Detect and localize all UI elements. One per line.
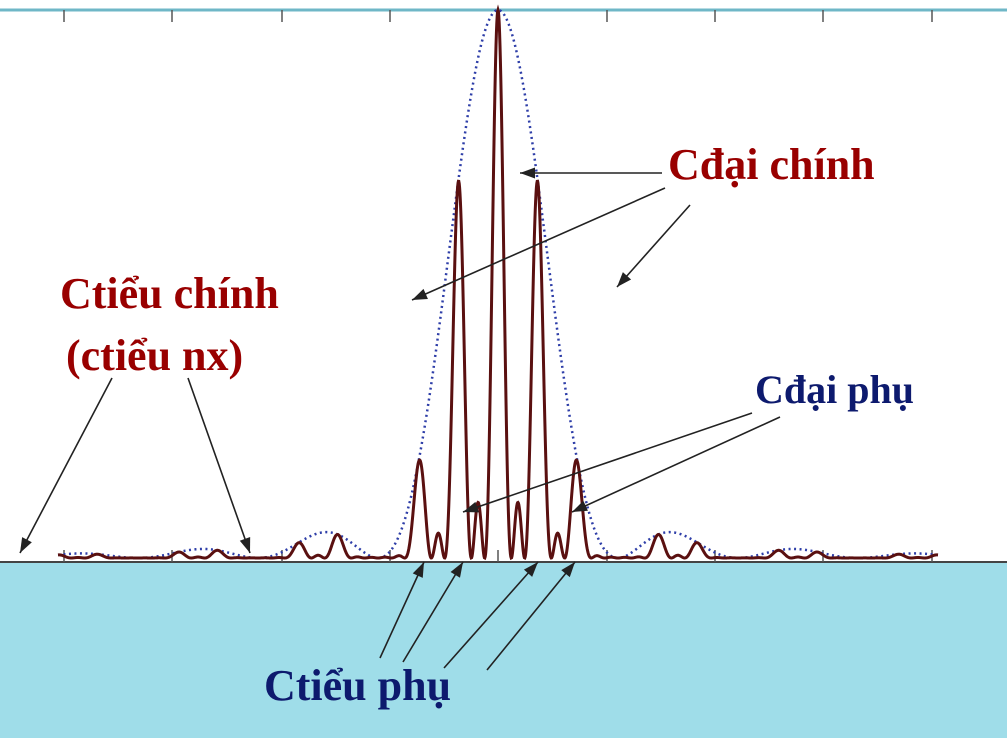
annotation-arrows xyxy=(19,167,781,671)
annotation-arrow xyxy=(379,561,425,659)
main-minimum-sublabel: (ctiểu nx) xyxy=(66,331,244,380)
annotation-arrow xyxy=(486,561,576,671)
annotation-arrow xyxy=(443,561,539,669)
annotation-arrow xyxy=(411,187,666,301)
secondary-minimum-label: Ctiểu phụ xyxy=(264,661,452,710)
annotation-arrow xyxy=(187,377,251,554)
interference-pattern-curve xyxy=(57,4,939,561)
annotation-arrow xyxy=(19,377,113,554)
secondary-maximum-label: Cđại phụ xyxy=(755,367,914,412)
annotation-arrow xyxy=(402,561,464,663)
main-minimum-label: Ctiểu chính xyxy=(60,269,279,318)
annotation-arrow xyxy=(462,412,753,513)
annotation-arrow xyxy=(616,204,691,288)
main-maximum-label: Cđại chính xyxy=(668,140,875,189)
annotation-arrow xyxy=(571,416,781,513)
annotation-arrow xyxy=(520,167,662,179)
